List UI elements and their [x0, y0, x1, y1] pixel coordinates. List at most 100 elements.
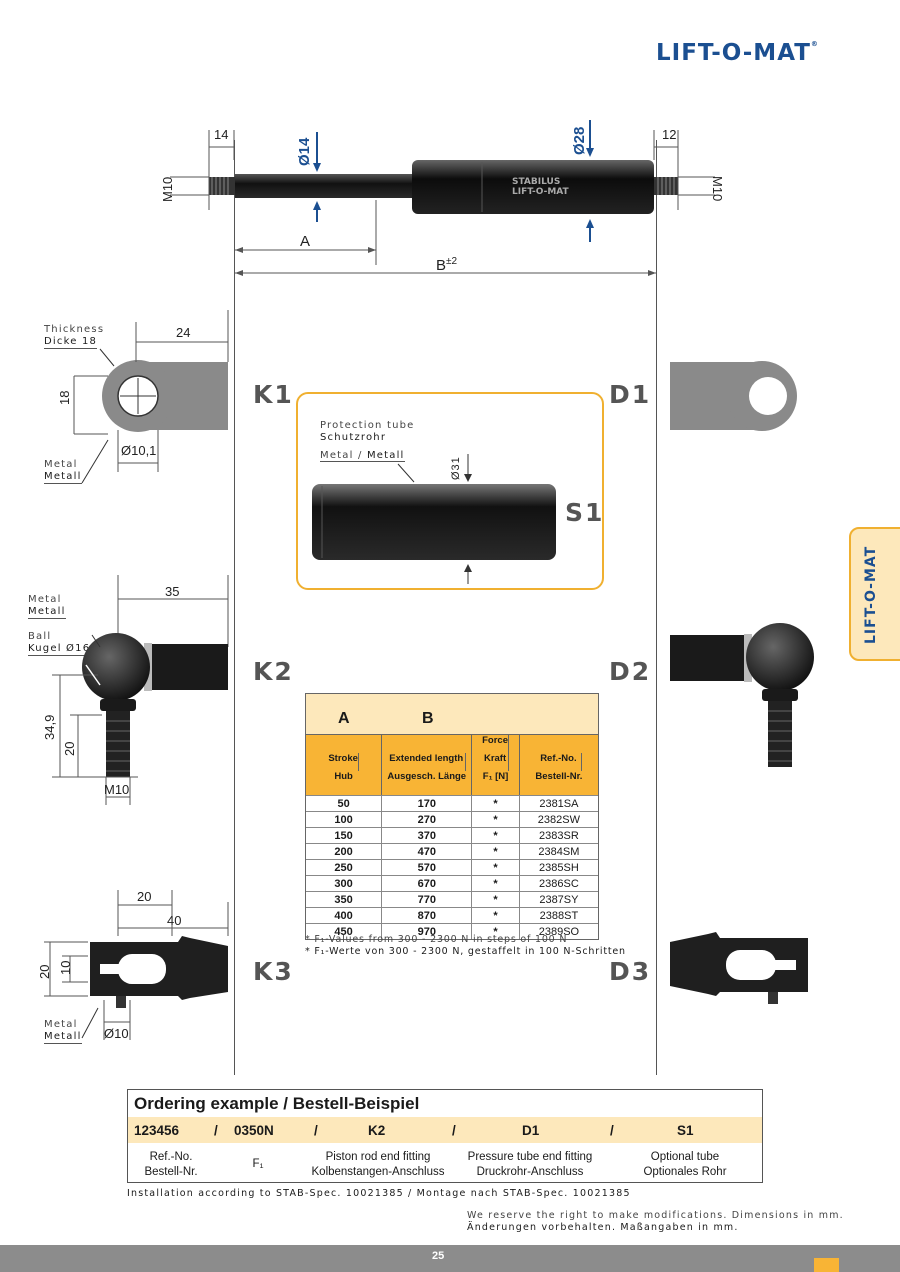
header-ref-en: Ref.-No.: [535, 753, 583, 771]
k3-width-2: 40: [167, 913, 182, 928]
table-top-b: B: [422, 710, 434, 727]
k2-material-en: Metal: [28, 594, 62, 605]
k3-code: K3: [253, 957, 294, 986]
logo-reg: ®: [810, 40, 819, 48]
cell-stroke: 400: [306, 908, 383, 923]
installation-note: Installation according to STAB-Spec. 100…: [127, 1188, 631, 1199]
cell-length: 370: [382, 828, 473, 843]
k2-code: K2: [253, 657, 294, 686]
header-force-de: Kraft: [482, 753, 509, 771]
cell-length: 970: [382, 924, 473, 939]
header-ref-de: Bestell-Nr.: [535, 771, 583, 782]
s1-svg: [312, 454, 556, 584]
cell-ref: 2386SC: [539, 877, 579, 890]
order-sep: /: [610, 1123, 614, 1138]
order-sub-tube-en: Pressure tube end fitting: [467, 1151, 593, 1163]
header-force-en: Force: [482, 735, 509, 753]
k3-material-de: Metall: [44, 1031, 82, 1044]
k2-thread: M10: [104, 782, 130, 797]
guide-line-right: [656, 140, 657, 1075]
order-tube-fitting: D1: [522, 1123, 540, 1138]
header-force-unit: F₁ [N]: [482, 771, 509, 782]
k1-material-en: Metal: [44, 459, 78, 470]
pressure-tube: [412, 160, 654, 214]
reservation-de: Änderungen vorbehalten. Maßangaben in mm…: [467, 1222, 739, 1233]
s1-material: Metal / Metall: [320, 450, 405, 462]
gas-spring-svg: STABILUS LIFT-O-MAT: [170, 120, 715, 276]
s1-material-en: Metal /: [320, 450, 367, 461]
k1-thickness-label: Thickness Dicke 18: [44, 324, 104, 349]
cell-length: 670: [382, 876, 473, 891]
k3-material: Metal Metall: [44, 1019, 82, 1044]
header-stroke-en: Stroke: [328, 753, 359, 771]
cell-ref: 2388ST: [539, 909, 579, 922]
order-sub-rod-de: Kolbenstangen-Anschluss: [311, 1166, 445, 1178]
page-number: 25: [432, 1250, 445, 1262]
header-ref: Ref.-No.Bestell-Nr.: [520, 735, 598, 795]
cell-length: 770: [382, 892, 473, 907]
order-sub-force: F₁: [228, 1157, 288, 1172]
logo-text: LIFT-O-MAT: [656, 40, 811, 66]
cell-length: 170: [382, 796, 473, 811]
cell-ref: 2387SY: [539, 893, 579, 906]
cell-length: 270: [382, 812, 473, 827]
k1-code: K1: [253, 380, 294, 409]
cell-ref: 2382SW: [537, 813, 580, 826]
k2-svg: [52, 575, 229, 805]
brand-logo: LIFT-O-MAT®: [656, 40, 819, 66]
k3-height-2: 10: [58, 960, 73, 975]
k1-svg: [73, 310, 229, 484]
footer-accent: [814, 1258, 839, 1272]
table-note: * F₁-Values from 300 - 2300 N in steps o…: [305, 934, 626, 958]
order-sub-ref: Ref.-No.Bestell-Nr.: [128, 1150, 214, 1180]
cell-stroke: 300: [306, 876, 383, 891]
k2-thread-length: 20: [62, 741, 77, 756]
footer-bar: [0, 1245, 900, 1272]
order-sep: /: [214, 1123, 218, 1138]
dim-left-thread: M10: [160, 176, 175, 202]
k2-material: Metal Metall: [28, 594, 66, 619]
s1-title-de: Schutzrohr: [320, 432, 387, 443]
cell-length: 870: [382, 908, 473, 923]
k2-width: 35: [165, 584, 180, 599]
header-length-de: Ausgesch. Länge: [387, 771, 467, 782]
k1-material-de: Metall: [44, 471, 82, 484]
reservation-note: We reserve the right to make modificatio…: [467, 1210, 844, 1234]
s1-box: Protection tube Schutzrohr Metal / Metal…: [296, 392, 604, 590]
s1-title-en: Protection tube: [320, 420, 415, 431]
cell-stroke: 150: [306, 828, 383, 843]
side-tab[interactable]: LIFT-O-MAT: [849, 527, 900, 661]
cell-force: *: [472, 892, 520, 907]
cell-force: *: [472, 860, 520, 875]
cell-stroke: 350: [306, 892, 383, 907]
piston-rod: [235, 174, 415, 198]
cell-stroke: 50: [306, 796, 383, 811]
cell-force: *: [472, 844, 520, 859]
order-sub-force-label: F₁: [252, 1158, 264, 1170]
cell-force: *: [472, 876, 520, 891]
cell-force: *: [472, 796, 520, 811]
left-thread: [209, 177, 235, 195]
cell-force: *: [472, 828, 520, 843]
dim-b-letter: B: [436, 257, 447, 274]
k1-hole: Ø10,1: [121, 443, 157, 458]
dim-b-tolerance: ±2: [446, 256, 458, 267]
s1-code: S1: [565, 498, 605, 527]
k2-ball-en: Ball: [28, 631, 52, 642]
table-note-de: * F₁-Werte von 300 - 2300 N, gestaffelt …: [305, 946, 626, 957]
order-sub-ref-en: Ref.-No.: [149, 1151, 193, 1163]
order-sub-optional-de: Optionales Rohr: [643, 1166, 727, 1178]
k2-ball: Ball Kugel Ø16: [28, 631, 91, 656]
reservation-en: We reserve the right to make modificatio…: [467, 1210, 844, 1221]
k1-material: Metal Metall: [44, 459, 82, 484]
order-sub-rod-en: Piston rod end fitting: [325, 1151, 431, 1163]
